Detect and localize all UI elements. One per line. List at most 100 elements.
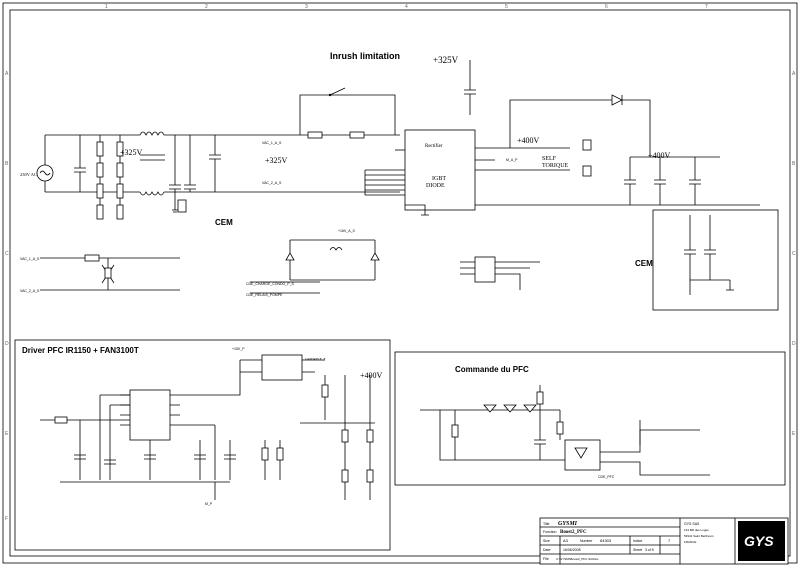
- connector-j1: [582, 139, 592, 151]
- ruler-top-label: 4: [405, 4, 408, 10]
- y-capacitors: [169, 135, 196, 213]
- ruler-side: A B C D E F A B C D E: [5, 71, 796, 522]
- ac-source-label: 230V AC: [20, 172, 37, 177]
- v325-top-label: +325V: [433, 55, 459, 65]
- cap-325: [464, 60, 476, 115]
- cem-right-caps: [684, 215, 734, 291]
- cem-top-label: CEM: [215, 218, 233, 227]
- ruler-side-label: E: [792, 431, 796, 437]
- m-p-net: M_P: [205, 502, 213, 506]
- connector-cn: [474, 256, 496, 283]
- index-value: 7: [668, 538, 671, 543]
- common-mode-choke: [139, 131, 300, 196]
- ruler-side-label: B: [792, 161, 796, 167]
- ruler-side-label: E: [5, 431, 9, 437]
- ruler-top-label: 1: [105, 4, 108, 10]
- bleeder-resistors-left: [96, 135, 124, 220]
- ruler-side-label: D: [5, 341, 9, 347]
- title-value: GYSMI: [558, 521, 578, 527]
- p16-net: +16V_A_S: [338, 229, 355, 233]
- vac1-net-bottom: VAC_1_A_S: [20, 257, 40, 261]
- commande-network: [420, 385, 710, 476]
- commande-title: Commande du PFC: [455, 365, 529, 374]
- driver-pfc-box: [14, 339, 391, 551]
- index-label: Indice: [633, 539, 642, 543]
- commande-pfc-box: [394, 351, 786, 486]
- drawing-border: [9, 9, 791, 557]
- ruler-side-label: C: [792, 251, 796, 257]
- connector-wires: [460, 261, 540, 290]
- v325-left-label: +325V: [120, 148, 143, 157]
- ruler-side-label: A: [792, 71, 796, 77]
- ruler-side-label: B: [5, 161, 9, 167]
- ruler-side-label: F: [5, 516, 8, 522]
- ruler-top-label: 2: [205, 4, 208, 10]
- v400-main-label: +400V: [517, 136, 540, 145]
- cde-pfc-net: CDE_PFC: [598, 475, 615, 479]
- relais-net: CDE_RELAIS_POMPE: [246, 293, 283, 297]
- inrush-relay: [299, 87, 405, 193]
- vac2-net: VAC_2_A_S: [262, 181, 282, 185]
- cem-right-box: [652, 209, 779, 311]
- vac1-net: VAC_1_A_S: [262, 141, 282, 145]
- output-capacitors: [624, 157, 701, 205]
- company-address-1: 134 BD des Loges: [684, 528, 709, 532]
- sheet-value: 3 of 5: [645, 548, 654, 552]
- number-value: 64303: [600, 538, 612, 543]
- sheet-label: Sheet: [633, 548, 642, 552]
- self-torique-label: TORIQUE: [542, 163, 569, 169]
- number-label: Number: [580, 539, 593, 543]
- rectifier-igbt-block: [404, 129, 476, 211]
- x-capacitor: [74, 135, 86, 192]
- ruler-top-label: 6: [605, 4, 608, 10]
- v325-mid-label: +325V: [265, 156, 288, 165]
- date-label: Date: [543, 548, 550, 552]
- ruler-side-label: A: [5, 71, 9, 77]
- size-value: A3: [563, 538, 569, 543]
- title-label: Title: [543, 522, 550, 526]
- drive-net: GRIDRIVE_F: [305, 357, 325, 361]
- size-label: Size: [543, 539, 550, 543]
- file-value: C:\GYSMI\Boost2_PFC.SchDoc: [556, 557, 599, 561]
- file-label: File: [543, 557, 549, 561]
- ruler-side-label: D: [792, 341, 796, 347]
- self-label: SELF: [542, 156, 557, 162]
- fan3100-pins: [240, 359, 325, 373]
- ruler-side-label: C: [5, 251, 9, 257]
- company-address-2: 53941 Saint Berthevin: [684, 534, 714, 538]
- date-value: 16/06/2008: [563, 548, 581, 552]
- function-label: Fonction: [543, 530, 556, 534]
- gys-logo: GYS: [738, 521, 785, 561]
- thermistor-section: [40, 254, 180, 291]
- boost-diode-path: [509, 99, 651, 157]
- block-ground: [405, 204, 429, 216]
- ruler-top-label: 7: [705, 4, 708, 10]
- ruler-top-label: 5: [505, 4, 508, 10]
- rectifier-label: Rectifier: [425, 144, 443, 149]
- ir1150-chip: [129, 389, 171, 441]
- inrush-title: Inrush limitation: [330, 51, 400, 61]
- fuse: [177, 199, 187, 213]
- company-address-3: FRANCE: [684, 540, 696, 544]
- x-cap-middle: [209, 135, 221, 192]
- driver-network: [40, 360, 375, 500]
- gate-pins: [364, 169, 405, 196]
- connector-j2: [582, 165, 592, 177]
- driver-title: Driver PFC IR1150 + FAN3100T: [22, 346, 139, 355]
- v400-driver-label: +400V: [360, 371, 383, 380]
- ruler-top-label: 3: [305, 4, 308, 10]
- ruler-top: 1 2 3 4 5 6 7: [105, 4, 708, 10]
- v400-right-label: +400V: [648, 151, 671, 160]
- block-outputs: [475, 147, 760, 206]
- igbt-label: IGBT: [432, 176, 446, 182]
- p15-net: +15V_P: [232, 347, 245, 351]
- relay-driver: [250, 239, 380, 294]
- cem-right-label: CEM: [635, 259, 653, 268]
- fan3100-chip: [261, 354, 303, 381]
- line-wires-left: [45, 134, 140, 193]
- ac-source: 230V AC: [20, 164, 54, 182]
- company-name: GYS SAS: [684, 522, 700, 526]
- function-value: Boost2_PFC: [560, 530, 587, 535]
